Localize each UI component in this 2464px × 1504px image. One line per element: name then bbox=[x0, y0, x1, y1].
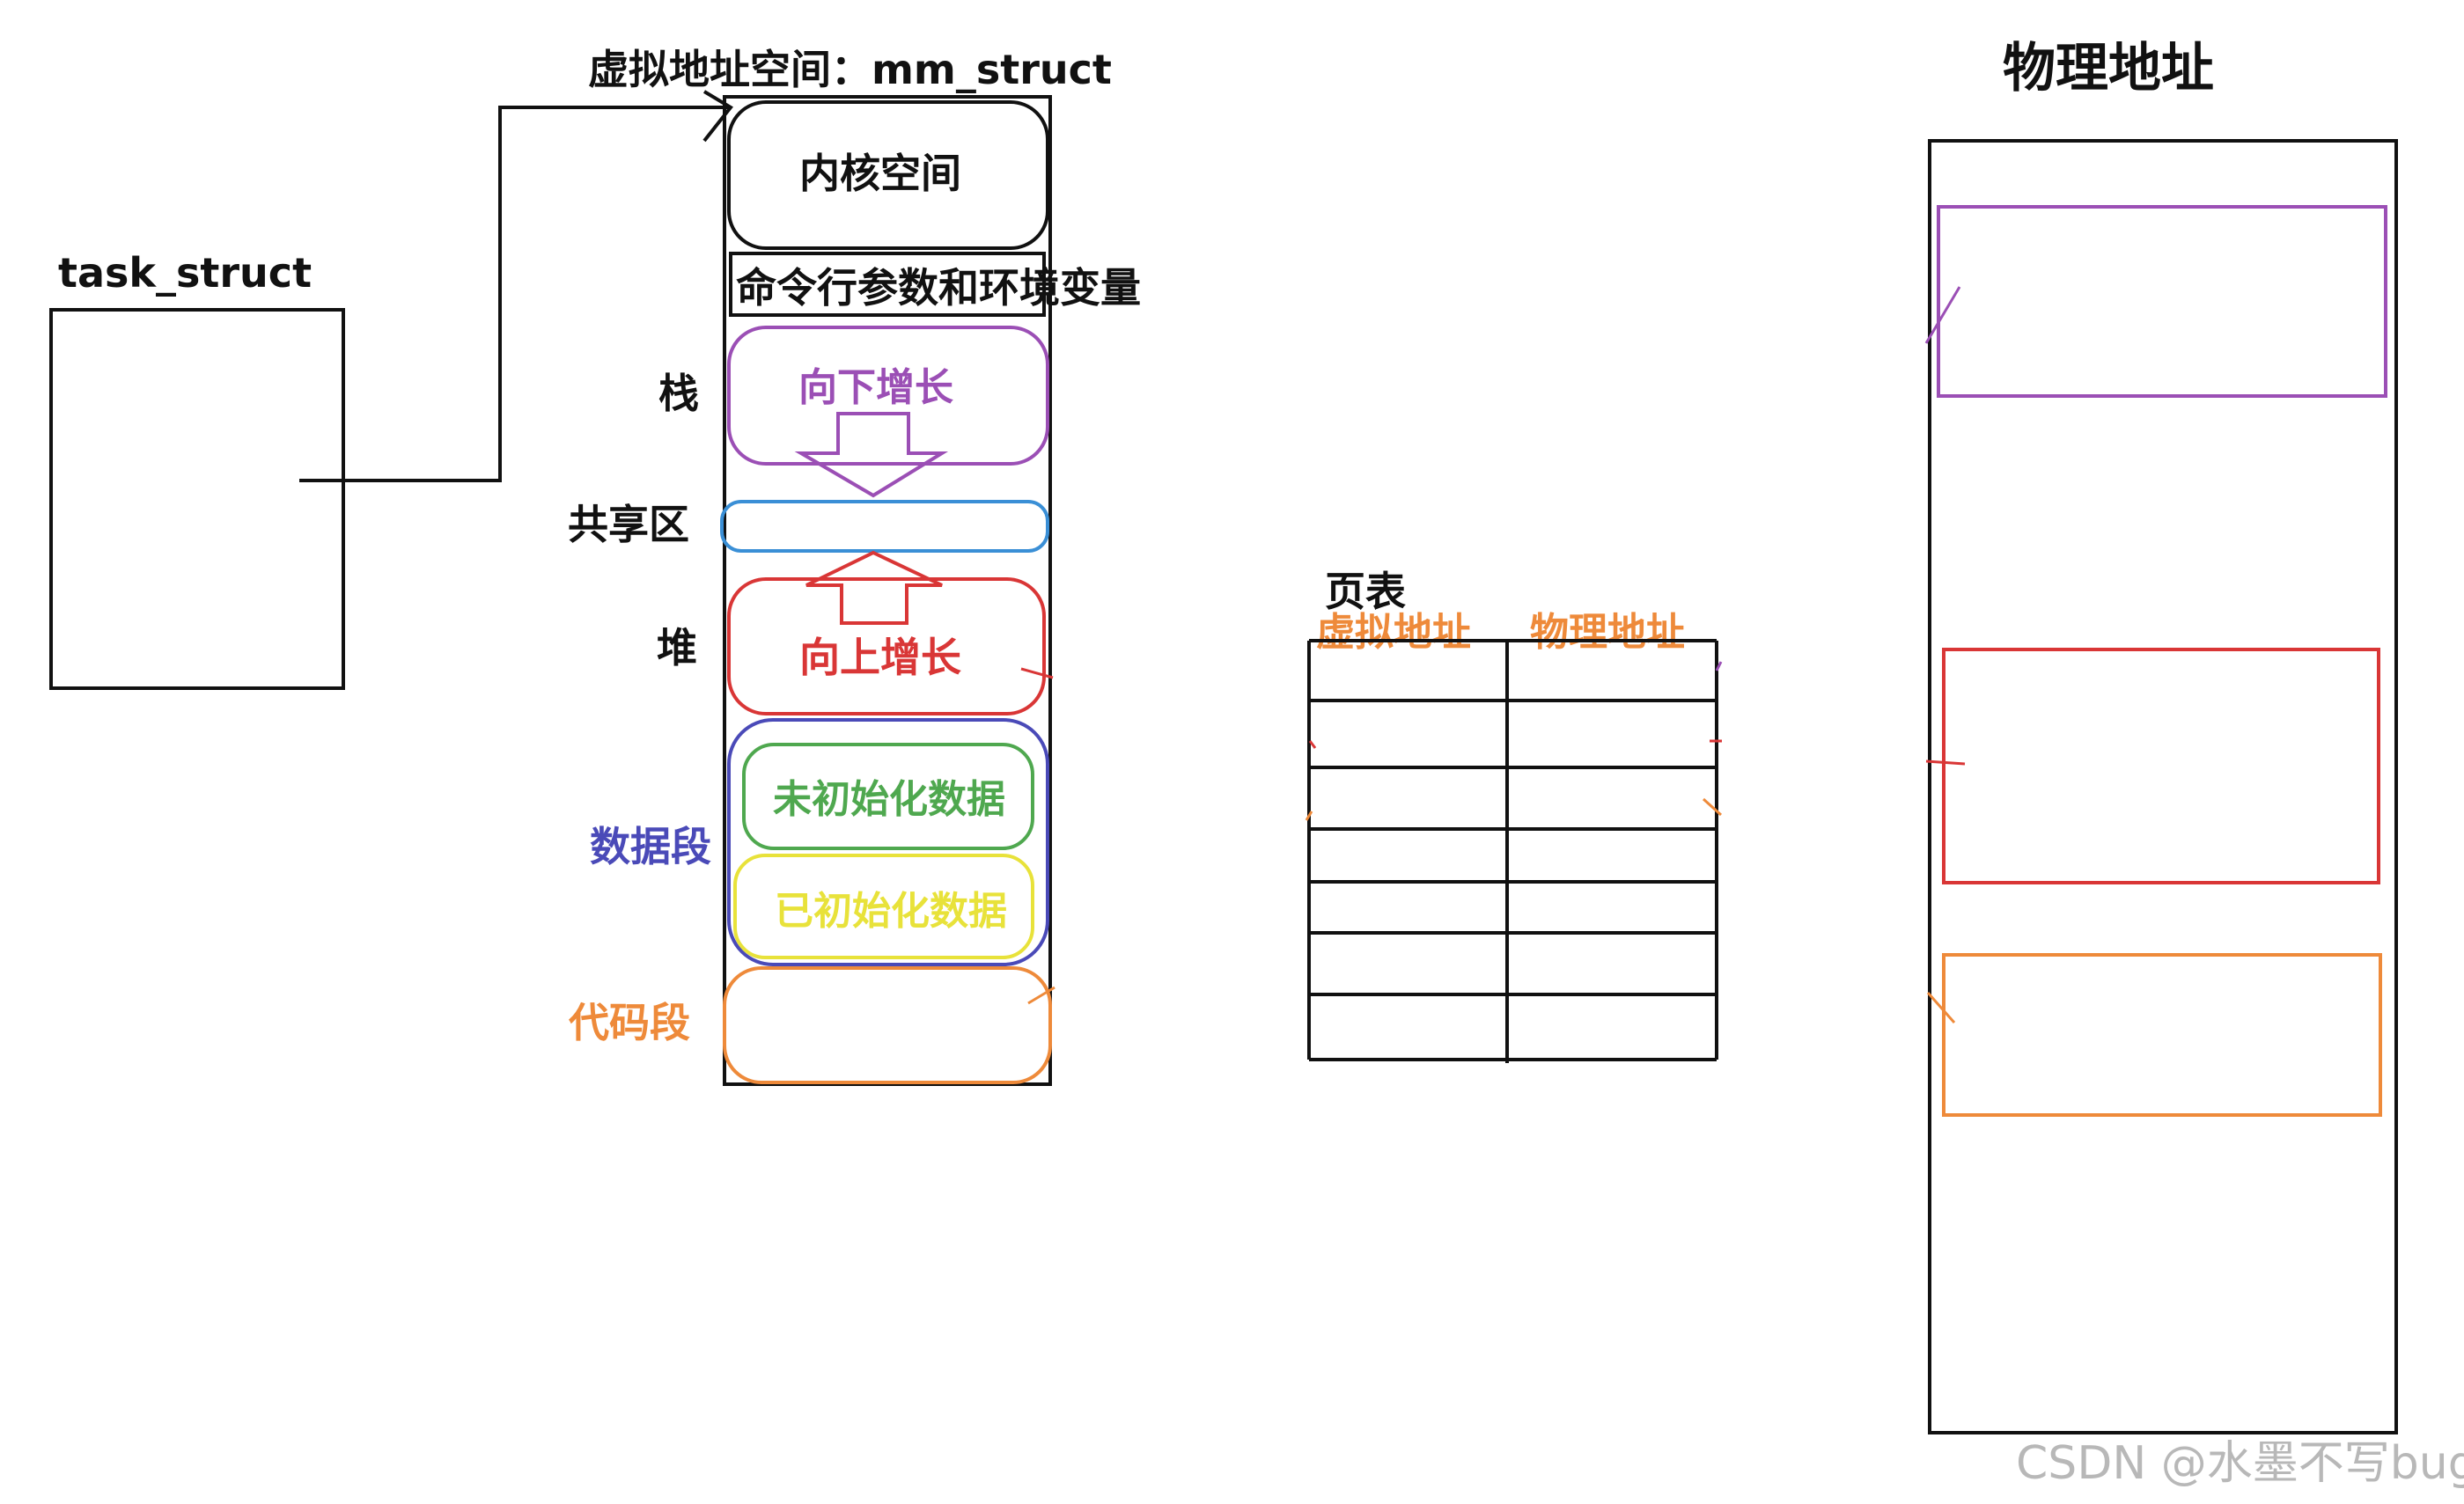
physical-heap-tick bbox=[1925, 759, 1966, 766]
watermark: CSDN @水墨不写bug bbox=[2016, 1437, 2464, 1490]
init-data-label: 已初始化数据 bbox=[775, 889, 1007, 934]
physical-stack-tick bbox=[1924, 286, 1961, 344]
heap-segment bbox=[727, 577, 1046, 715]
cmdline-label: 命令行参数和环境变量 bbox=[736, 264, 1141, 312]
stack-side-label: 栈 bbox=[658, 370, 699, 417]
task-struct-box bbox=[49, 308, 345, 690]
stack-down-arrow-icon bbox=[794, 412, 949, 498]
init-data-segment bbox=[733, 854, 1034, 959]
shared-side-label: 共享区 bbox=[568, 501, 689, 548]
physical-page-heap bbox=[1942, 648, 2380, 884]
page-table-title: 页表 bbox=[1325, 568, 1406, 615]
cmdline-segment bbox=[729, 252, 1046, 317]
task-struct-title: task_struct bbox=[58, 249, 312, 297]
page-table-col-physical: 物理地址 bbox=[1530, 610, 1685, 655]
heap-side-label: 堆 bbox=[657, 624, 697, 671]
code-segment bbox=[723, 966, 1052, 1084]
heap-growth-label: 向上增长 bbox=[799, 634, 961, 681]
pt-tick-left-1 bbox=[1308, 740, 1317, 749]
virtual-space-title: 虚拟地址空间：mm_struct bbox=[588, 46, 1112, 93]
pt-tick-right-2 bbox=[1702, 797, 1723, 817]
physical-memory-box bbox=[1928, 139, 2398, 1434]
kernel-space-segment bbox=[727, 100, 1049, 250]
physical-page-code bbox=[1942, 953, 2382, 1117]
physical-title: 物理地址 bbox=[2003, 38, 2214, 99]
page-table-col-virtual: 虚拟地址 bbox=[1316, 610, 1471, 655]
page-table-grid bbox=[1307, 639, 1718, 1063]
shared-segment bbox=[720, 500, 1049, 553]
data-segment bbox=[727, 718, 1049, 966]
bss-label: 未初始化数据 bbox=[773, 777, 1005, 822]
stack-segment bbox=[727, 326, 1049, 466]
virtual-space-box bbox=[723, 95, 1052, 1086]
heap-up-arrow-icon bbox=[805, 550, 943, 625]
bss-segment bbox=[742, 743, 1034, 850]
physical-code-tick bbox=[1926, 992, 1956, 1023]
heap-mapping-tick bbox=[1020, 667, 1054, 679]
code-mapping-tick bbox=[1027, 986, 1055, 1005]
mm-pointer-line bbox=[299, 106, 731, 482]
pt-tick-left-2 bbox=[1305, 811, 1313, 821]
pt-tick-right-0 bbox=[1715, 661, 1723, 671]
stack-growth-label: 向下增长 bbox=[798, 365, 953, 410]
physical-page-stack bbox=[1937, 205, 2387, 398]
data-segment-side-label: 数据段 bbox=[590, 823, 711, 870]
kernel-space-label: 内核空间 bbox=[799, 150, 961, 197]
mm-pointer-arrowhead bbox=[702, 90, 733, 143]
code-segment-side-label: 代码段 bbox=[568, 999, 690, 1046]
